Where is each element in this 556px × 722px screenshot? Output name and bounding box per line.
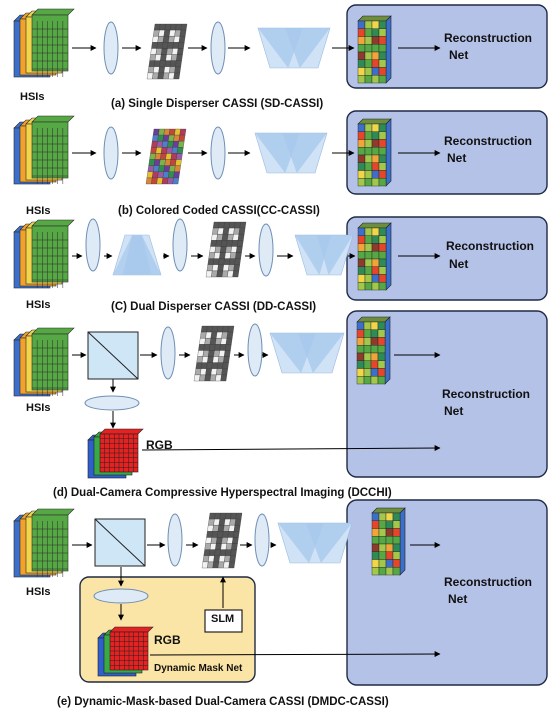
caption-a: (a) Single Disperser CASSI (SD-CASSI): [111, 98, 324, 110]
lens-e-1: [167, 513, 183, 567]
hsi-label-c: HSIs: [26, 299, 51, 311]
net-label-b: Net: [447, 151, 467, 165]
hsi-cube-c: [13, 219, 75, 289]
hsi-label-a: HSIs: [20, 91, 45, 103]
lens-a-1: [103, 21, 119, 75]
lens-a-2: [210, 21, 226, 75]
lens-c-3: [258, 223, 274, 277]
reconstruction-net-box-a: [346, 4, 548, 89]
measurement-cube-c: [357, 222, 392, 291]
coded-aperture-d: [193, 325, 235, 382]
lens-d-2: [247, 323, 263, 377]
dynamic-mask-net-label: Dynamic Mask Net: [154, 663, 243, 674]
net-label-e: Net: [448, 592, 468, 606]
rgb-camera-d: [87, 428, 144, 479]
slm-label: SLM: [211, 613, 235, 625]
reconstruction-label-e: Reconstruction: [444, 575, 533, 589]
hsi-label-e: HSIs: [26, 586, 51, 598]
disperser-c1: [112, 234, 162, 276]
lens-c-2: [172, 218, 188, 272]
lens-e-2: [254, 513, 270, 567]
arrow-d-rgb: [141, 445, 441, 452]
lens-b-2: [210, 126, 226, 180]
reconstruction-label-d: Reconstruction: [442, 387, 531, 401]
disperser-d: [269, 332, 345, 374]
beam-splitter-d: [87, 331, 139, 380]
lens-e-rgb: [93, 588, 149, 604]
measurement-cube-a: [357, 15, 392, 84]
disperser-b: [254, 132, 328, 174]
slm-box: [204, 609, 243, 633]
arrow-e-rgb: [149, 651, 441, 658]
colored-coded-aperture-b: [145, 128, 187, 185]
coded-aperture-e: [201, 512, 243, 569]
lens-c-1: [85, 218, 101, 272]
hsi-label-b: HSIs: [26, 205, 51, 217]
caption-b: (b) Colored Coded CASSI(CC-CASSI): [118, 205, 320, 217]
net-label-c: Net: [449, 257, 469, 271]
reconstruction-label-a: Reconstruction: [444, 31, 533, 45]
disperser-e: [277, 522, 353, 564]
hsi-cube-d: [13, 327, 75, 397]
net-label-a: Net: [449, 48, 469, 62]
reconstruction-net-box-c: [346, 216, 548, 301]
reconstruction-label-c: Reconstruction: [446, 239, 535, 253]
disperser-a: [257, 27, 331, 69]
caption-d: (d) Dual-Camera Compressive Hyperspectra…: [53, 487, 392, 499]
lens-b-1: [103, 126, 119, 180]
lens-d-1: [160, 326, 176, 380]
lens-d-rgb: [84, 395, 140, 411]
net-label-d: Net: [444, 404, 464, 418]
coded-aperture-a: [146, 23, 188, 80]
caption-c: (C) Dual Disperser CASSI (DD-CASSI): [111, 301, 317, 313]
rgb-label-e: RGB: [154, 633, 181, 647]
hsi-label-d: HSIs: [26, 402, 51, 414]
rgb-label-d: RGB: [146, 438, 173, 452]
caption-e: (e) Dynamic-Mask-based Dual-Camera CASSI…: [57, 696, 389, 708]
reconstruction-label-b: Reconstruction: [444, 134, 533, 148]
measurement-cube-e: [371, 507, 406, 576]
disperser-c2: [294, 234, 354, 276]
measurement-cube-d: [356, 316, 391, 385]
hsi-cube-a: [13, 8, 75, 78]
reconstruction-net-box-d: [346, 310, 548, 478]
hsi-cube-e: [13, 508, 75, 578]
beam-splitter-e: [94, 518, 146, 567]
rgb-camera-e: [97, 626, 154, 677]
measurement-cube-b: [357, 118, 392, 187]
hsi-cube-b: [13, 115, 75, 185]
coded-aperture-c: [205, 221, 247, 278]
